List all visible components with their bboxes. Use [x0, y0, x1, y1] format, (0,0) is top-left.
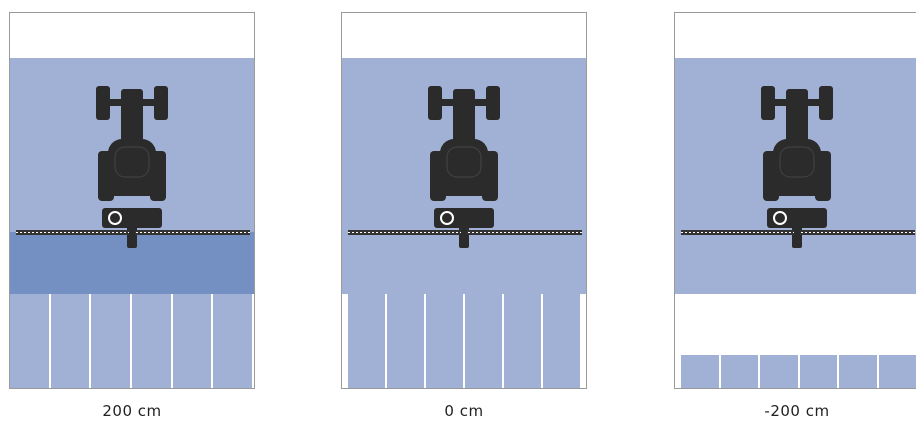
caption-overlap-0: 0 cm [341, 402, 587, 420]
tractor-icon [10, 13, 255, 389]
boom-icon [16, 226, 250, 242]
panel-overlap-minus-200 [674, 12, 916, 389]
boom-icon [348, 226, 582, 242]
caption-overlap-minus-200: -200 cm [674, 402, 916, 420]
caption-overlap-200: 200 cm [9, 402, 255, 420]
boom-icon [681, 226, 915, 242]
tractor-icon [342, 13, 587, 389]
panel-overlap-200 [9, 12, 255, 389]
panel-overlap-0 [341, 12, 587, 389]
tractor-icon [675, 13, 916, 389]
